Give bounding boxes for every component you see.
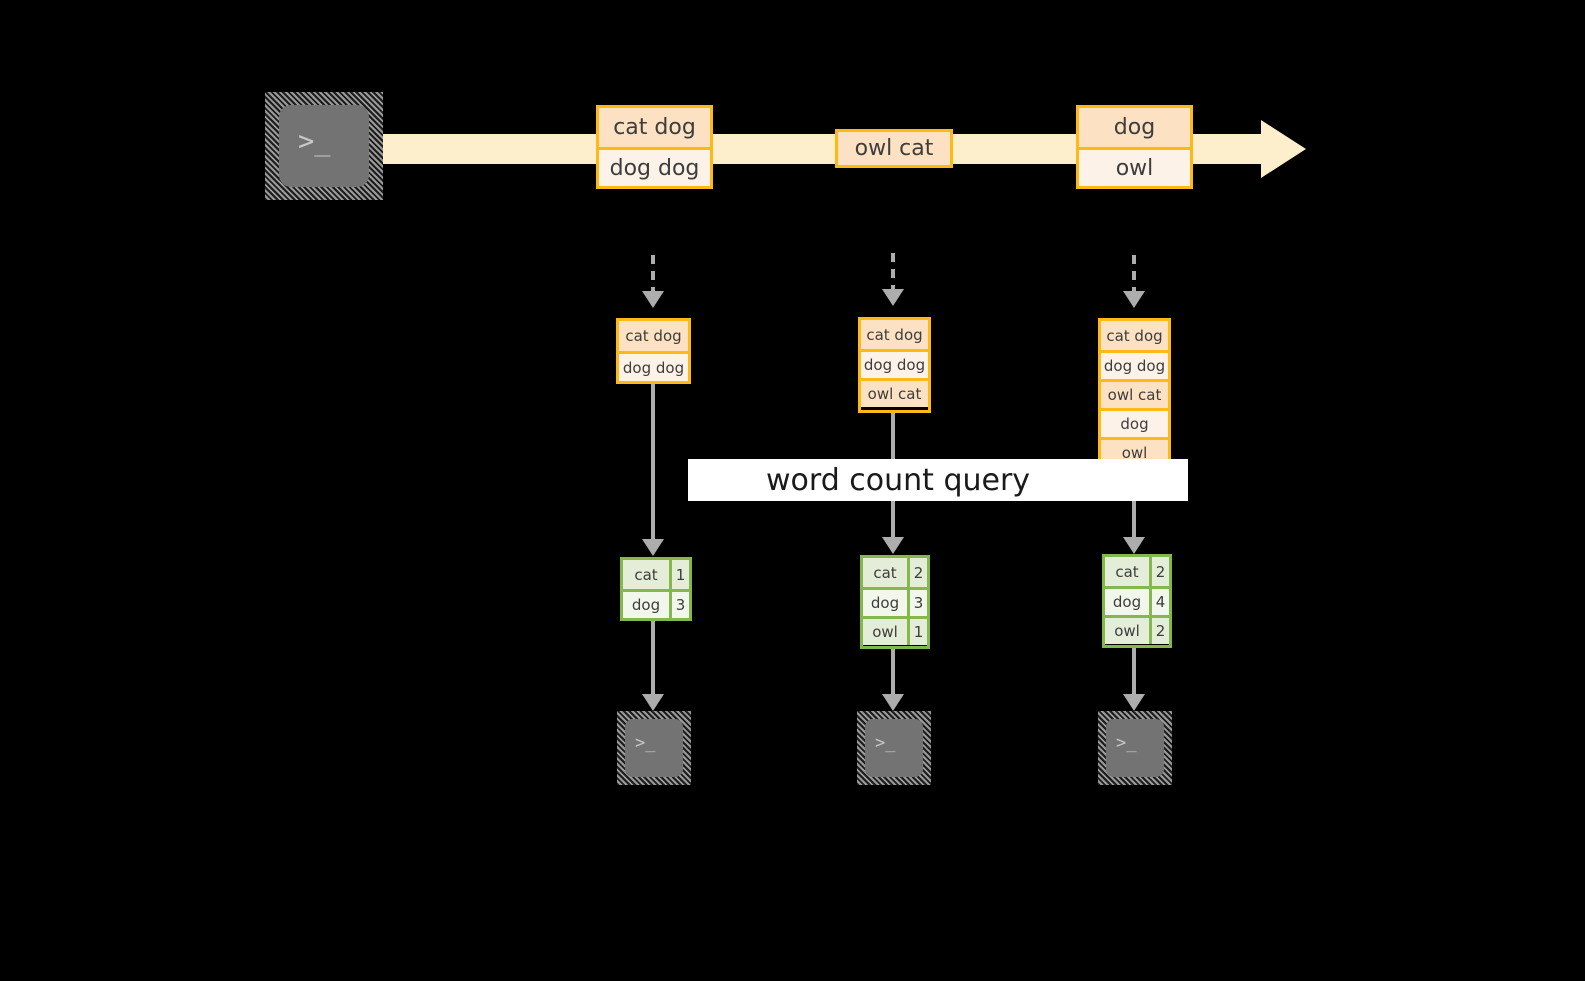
snapshot-trigger-line-3 xyxy=(1132,255,1136,293)
sink-terminal-2[interactable]: >_ xyxy=(857,711,931,785)
sink-terminal-3[interactable]: >_ xyxy=(1098,711,1172,785)
sink-edge-1 xyxy=(651,621,655,703)
result-word: dog xyxy=(1105,589,1149,615)
result-word: dog xyxy=(623,592,669,618)
table-row: cat 1 xyxy=(623,560,689,589)
result-word: cat xyxy=(623,560,669,589)
snapshot-input-3[interactable]: cat dog dog dog owl cat dog owl xyxy=(1098,318,1171,475)
terminal-prompt-icon: >_ xyxy=(1116,733,1137,753)
source-terminal[interactable]: >_ xyxy=(265,92,383,200)
stream-record-line: cat dog xyxy=(599,108,710,147)
table-row: cat 2 xyxy=(863,558,927,587)
table-row: owl 1 xyxy=(863,616,927,645)
stream-record-line: dog xyxy=(1079,108,1190,147)
result-count: 1 xyxy=(907,619,927,645)
snapshot-input-line: cat dog xyxy=(861,320,928,349)
table-row: dog 3 xyxy=(623,589,689,618)
query-edge-arrowhead-1 xyxy=(642,539,664,556)
snapshot-input-line: dog dog xyxy=(619,351,688,381)
snapshot-result-3[interactable]: cat 2 dog 4 owl 2 xyxy=(1102,554,1172,648)
snapshot-trigger-arrowhead-3 xyxy=(1123,291,1145,308)
stream-arrow-head xyxy=(1261,120,1306,178)
table-row: dog 3 xyxy=(863,587,927,616)
terminal-screen xyxy=(865,719,923,777)
sink-terminal-1[interactable]: >_ xyxy=(617,711,691,785)
table-row: dog 4 xyxy=(1105,586,1169,615)
snapshot-input-line: owl cat xyxy=(861,378,928,407)
sink-edge-arrowhead-3 xyxy=(1123,694,1145,711)
snapshot-input-1[interactable]: cat dog dog dog xyxy=(616,318,691,384)
query-label: word count query xyxy=(688,459,1188,501)
stream-record-2[interactable]: owl cat xyxy=(835,129,953,168)
snapshot-trigger-line-2 xyxy=(891,253,895,291)
stream-record-1[interactable]: cat dog dog dog xyxy=(596,105,713,189)
query-edge-3 xyxy=(1132,475,1136,548)
stream-record-line: dog dog xyxy=(599,147,710,186)
stream-record-line: owl xyxy=(1079,147,1190,186)
snapshot-trigger-line-1 xyxy=(651,255,655,293)
result-count: 1 xyxy=(669,560,689,589)
snapshot-input-line: owl cat xyxy=(1101,379,1168,408)
result-count: 2 xyxy=(907,558,927,587)
snapshot-trigger-arrowhead-1 xyxy=(642,291,664,308)
snapshot-result-2[interactable]: cat 2 dog 3 owl 1 xyxy=(860,555,930,649)
terminal-prompt-icon: >_ xyxy=(875,733,896,753)
result-count: 4 xyxy=(1149,589,1169,615)
sink-edge-arrowhead-1 xyxy=(642,694,664,711)
table-row: cat 2 xyxy=(1105,557,1169,586)
terminal-screen xyxy=(625,719,683,777)
sink-edge-arrowhead-2 xyxy=(882,694,904,711)
result-word: owl xyxy=(863,619,907,645)
sink-edge-3 xyxy=(1132,648,1136,703)
result-word: dog xyxy=(863,590,907,616)
snapshot-input-line: dog xyxy=(1101,408,1168,437)
result-count: 3 xyxy=(907,590,927,616)
query-edge-arrowhead-3 xyxy=(1123,537,1145,554)
table-row: owl 2 xyxy=(1105,615,1169,644)
terminal-screen xyxy=(1106,719,1164,777)
snapshot-input-line: dog dog xyxy=(861,349,928,378)
stream-record-3[interactable]: dog owl xyxy=(1076,105,1193,189)
result-count: 3 xyxy=(669,592,689,618)
sink-edge-2 xyxy=(891,649,895,703)
terminal-screen xyxy=(279,105,369,187)
snapshot-result-1[interactable]: cat 1 dog 3 xyxy=(620,557,692,621)
result-word: owl xyxy=(1105,618,1149,644)
snapshot-trigger-arrowhead-2 xyxy=(882,289,904,306)
result-word: cat xyxy=(863,558,907,587)
result-count: 2 xyxy=(1149,618,1169,644)
terminal-prompt-icon: >_ xyxy=(635,733,656,753)
snapshot-input-2[interactable]: cat dog dog dog owl cat xyxy=(858,317,931,413)
result-count: 2 xyxy=(1149,557,1169,586)
query-edge-arrowhead-2 xyxy=(882,537,904,554)
stream-record-line: owl cat xyxy=(838,132,950,165)
snapshot-input-line: dog dog xyxy=(1101,350,1168,379)
snapshot-input-line: cat dog xyxy=(619,321,688,351)
query-edge-1 xyxy=(651,384,655,550)
snapshot-input-line: cat dog xyxy=(1101,321,1168,350)
terminal-prompt-icon: >_ xyxy=(298,126,331,157)
result-word: cat xyxy=(1105,557,1149,586)
